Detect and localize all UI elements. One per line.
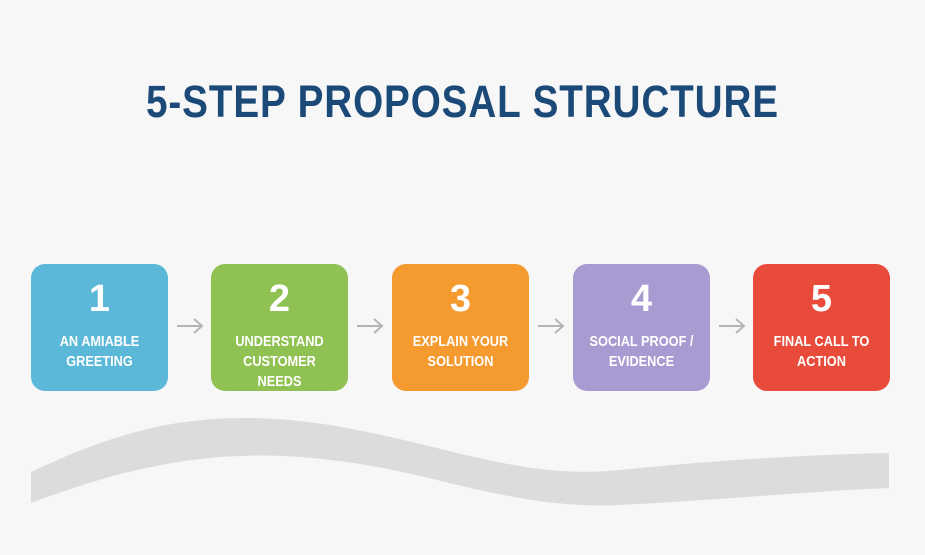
step-number: 2 xyxy=(268,278,291,320)
arrow-right-icon xyxy=(177,318,204,334)
step-number: 1 xyxy=(88,278,111,320)
step-label: SOCIAL PROOF / EVIDENCE xyxy=(589,333,694,370)
arrow-right-icon xyxy=(357,318,384,334)
arrow-right-icon xyxy=(538,318,565,334)
step-box-4: 4 SOCIAL PROOF / EVIDENCE xyxy=(573,264,710,391)
step-label: FINAL CALL TO ACTION xyxy=(773,333,870,370)
step-box-5: 5 FINAL CALL TO ACTION xyxy=(753,264,890,391)
step-number: 3 xyxy=(449,278,472,320)
step-label: EXPLAIN YOUR SOLUTION xyxy=(412,333,509,370)
step-label: AN AMIABLE GREETING xyxy=(59,333,140,370)
step-number: 4 xyxy=(630,278,653,320)
step-box-3: 3 EXPLAIN YOUR SOLUTION xyxy=(392,264,529,391)
arrow-right-icon xyxy=(719,318,746,334)
step-label: UNDERSTAND CUSTOMER NEEDS xyxy=(235,333,324,390)
step-number: 5 xyxy=(810,278,833,320)
step-box-1: 1 AN AMIABLE GREETING xyxy=(31,264,168,391)
step-box-2: 2 UNDERSTAND CUSTOMER NEEDS xyxy=(211,264,348,391)
diagram-title: 5-STEP PROPOSAL STRUCTURE xyxy=(146,76,779,127)
